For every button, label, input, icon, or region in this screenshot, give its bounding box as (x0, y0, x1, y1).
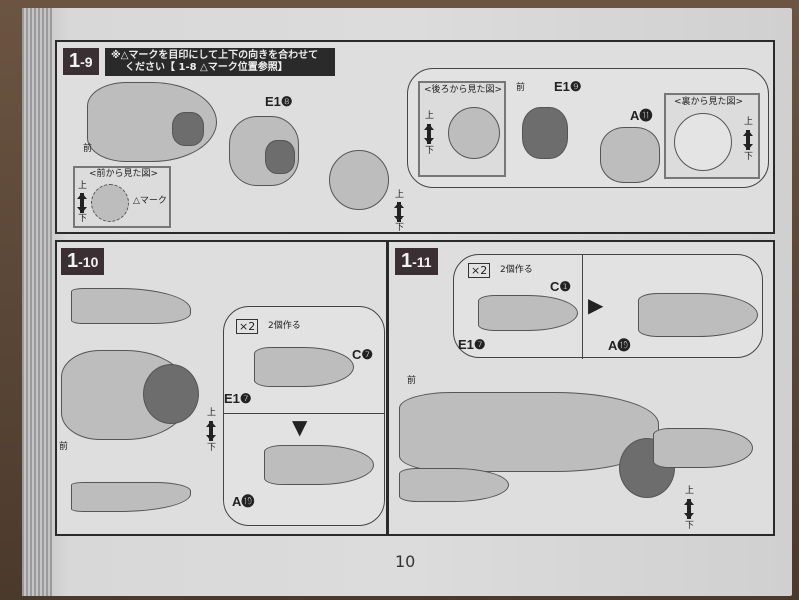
note-line: ください【 1-8 △マーク位置参照】 (125, 62, 288, 73)
nozzle-cluster-drawing (143, 364, 199, 424)
cylinder-drawing (600, 127, 660, 183)
up-down-arrow-icon (394, 202, 404, 222)
detail-bubble: <後ろから見た図> 上 下 前 E1❾ A⓫ <裏から見た図> 上 下 (407, 68, 769, 188)
side-wing-drawing (653, 428, 753, 468)
part-label-e1: E1❾ (554, 79, 582, 94)
upper-shell-drawing (71, 288, 191, 324)
up-down-arrow-icon (206, 421, 216, 441)
back-view-inset: <裏から見た図> 上 下 (664, 93, 760, 179)
hex-cluster-drawing (522, 107, 568, 159)
inset-title: <裏から見た図> (674, 97, 744, 107)
front-label: 前 (83, 144, 93, 154)
front-label: 前 (516, 83, 526, 93)
times-two-badge: ×2 (468, 263, 491, 278)
up-down-arrow-icon (684, 499, 694, 519)
part-label-a: A⓳ (608, 338, 631, 353)
part-label-a: A⓳ (232, 494, 255, 509)
page-number: 10 (395, 552, 416, 571)
front-view-inset: <前から見た図> 上 下 △マーク (73, 166, 171, 228)
wing-part-drawing (478, 295, 578, 331)
times-two-badge: ×2 (236, 319, 259, 334)
gear-ring-drawing (91, 184, 129, 222)
inset-title: <後ろから見た図> (424, 85, 503, 95)
cylinder-cluster-drawing (329, 150, 389, 210)
step-1-9-panel: 1-9 ※△マークを目印にして上下の向きを合わせて ください【 1-8 △マーク… (55, 40, 775, 234)
up-label: 上 (207, 408, 217, 418)
page-edge (22, 8, 52, 596)
step-1-10-panel: 1-10 前 上 下 ×2 2個作る C❼ E1❼ ▼ A⓳ (55, 240, 388, 536)
up-down-arrow-icon (743, 130, 753, 150)
step-1-11-panel: 1-11 ×2 2個作る C❶ E1❼ ▶ A⓳ 前 上 下 (387, 240, 775, 536)
back-view-drawing (674, 113, 732, 171)
make-two-label: 2個作る (268, 321, 301, 331)
step-number: 1-10 (61, 248, 105, 275)
part-label-c: C❶ (550, 279, 572, 294)
front-label: 前 (59, 442, 69, 452)
part-label-e1: E1❼ (224, 391, 252, 406)
hex-part-drawing (265, 140, 295, 174)
down-label: 下 (685, 521, 695, 531)
part-label-e1: E1❽ (265, 94, 293, 109)
lower-wing-drawing (399, 468, 509, 502)
rear-view-inset: <後ろから見た図> 上 下 (418, 81, 506, 177)
note-line: ※△マークを目印にして上下の向きを合わせて (111, 50, 319, 61)
divider (224, 413, 384, 414)
down-label: 下 (425, 146, 435, 156)
up-down-arrow-icon (424, 124, 434, 144)
detail-bubble: ×2 2個作る C❼ E1❼ ▼ A⓳ (223, 306, 385, 526)
divider (582, 255, 583, 359)
part-label-c: C❼ (352, 347, 374, 362)
right-arrow-icon: ▶ (588, 293, 604, 317)
down-arrow-icon: ▼ (292, 415, 308, 439)
down-label: 下 (395, 223, 405, 233)
up-label: 上 (744, 117, 754, 127)
up-down-arrow-icon (77, 193, 87, 213)
up-label: 上 (685, 486, 695, 496)
front-label: 前 (407, 376, 417, 386)
rear-view-drawing (448, 107, 500, 159)
up-label: 上 (395, 190, 405, 200)
down-label: 下 (78, 214, 88, 224)
part-label-a: A⓫ (630, 108, 653, 123)
wing-assembly-drawing (264, 445, 374, 485)
step-number: 1-11 (395, 248, 438, 275)
detail-bubble: ×2 2個作る C❶ E1❼ ▶ A⓳ (453, 254, 763, 359)
wing-assembly-drawing (638, 293, 758, 337)
step-number: 1-9 (63, 48, 99, 75)
hex-part-drawing (172, 112, 204, 146)
down-label: 下 (207, 443, 217, 453)
part-label-e1: E1❼ (458, 337, 486, 352)
instruction-note: ※△マークを目印にして上下の向きを合わせて ください【 1-8 △マーク位置参照… (105, 48, 335, 76)
up-label: 上 (78, 181, 88, 191)
up-label: 上 (425, 111, 435, 121)
lower-shell-drawing (71, 482, 191, 512)
make-two-label: 2個作る (500, 265, 533, 275)
wing-part-drawing (254, 347, 354, 387)
down-label: 下 (744, 152, 754, 162)
full-assembly-drawing (399, 392, 659, 472)
inset-title: <前から見た図> (89, 169, 159, 179)
mark-label: △マーク (133, 196, 167, 206)
